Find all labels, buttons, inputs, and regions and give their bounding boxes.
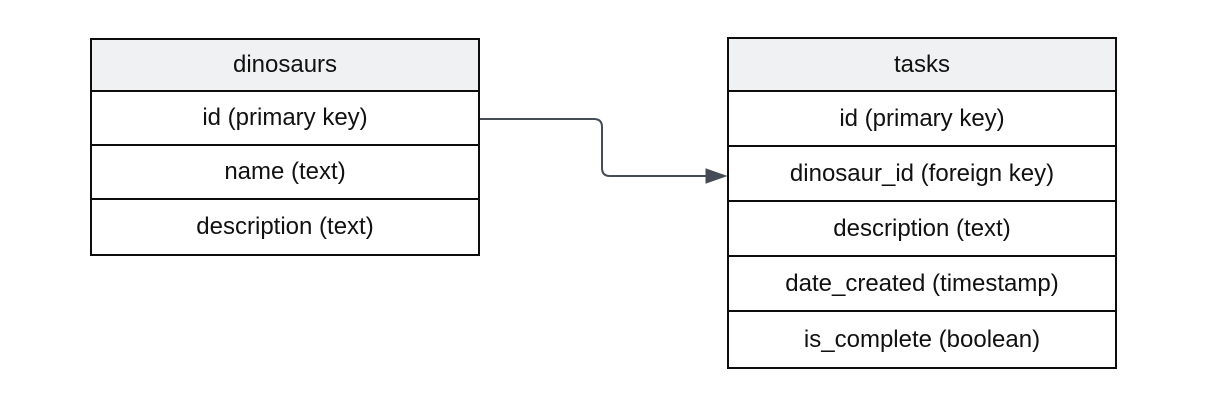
table-row[interactable]: id (primary key) xyxy=(729,92,1115,147)
table-header-dinosaurs[interactable]: dinosaurs xyxy=(92,40,478,92)
table-title: tasks xyxy=(893,50,950,78)
table-row[interactable]: description (text) xyxy=(92,200,478,254)
table-title: dinosaurs xyxy=(232,51,338,78)
table-row[interactable]: date_created (timestamp) xyxy=(729,257,1115,312)
row-label: description (text) xyxy=(196,213,374,240)
table-row[interactable]: dinosaur_id (foreign key) xyxy=(729,147,1115,202)
row-label: is_complete (boolean) xyxy=(803,325,1041,353)
row-label: id (primary key) xyxy=(839,104,1005,132)
entity-table-dinosaurs[interactable]: dinosaurs id (primary key) name (text) d… xyxy=(90,38,480,256)
row-label: description (text) xyxy=(833,214,1011,242)
table-row[interactable]: description (text) xyxy=(729,202,1115,257)
row-label: date_created (timestamp) xyxy=(785,269,1059,297)
connector-elbow-line[interactable] xyxy=(480,118,706,177)
row-label: id (primary key) xyxy=(202,104,368,131)
table-header-tasks[interactable]: tasks xyxy=(729,39,1115,92)
row-label: dinosaur_id (foreign key) xyxy=(789,159,1055,187)
table-row[interactable]: is_complete (boolean) xyxy=(729,312,1115,367)
arrowhead-icon xyxy=(705,168,728,184)
row-label: name (text) xyxy=(224,158,346,185)
entity-table-tasks[interactable]: tasks id (primary key) dinosaur_id (fore… xyxy=(727,37,1117,369)
table-row[interactable]: id (primary key) xyxy=(92,92,478,146)
table-row[interactable]: name (text) xyxy=(92,146,478,200)
